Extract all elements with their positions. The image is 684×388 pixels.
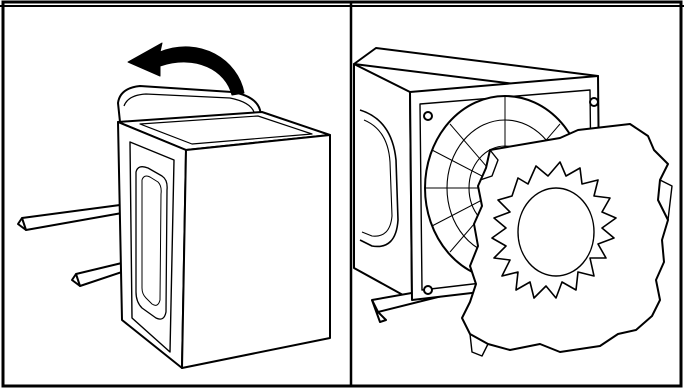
left-panel: [18, 43, 330, 368]
washer-side: [182, 135, 330, 368]
washer-front: [118, 122, 186, 368]
washer-body-side: [354, 64, 412, 300]
shipping-rail-lower: [72, 262, 128, 286]
foam-packing-insert: [462, 124, 672, 356]
right-panel: [354, 48, 672, 356]
shipping-rail-upper: [18, 205, 122, 230]
